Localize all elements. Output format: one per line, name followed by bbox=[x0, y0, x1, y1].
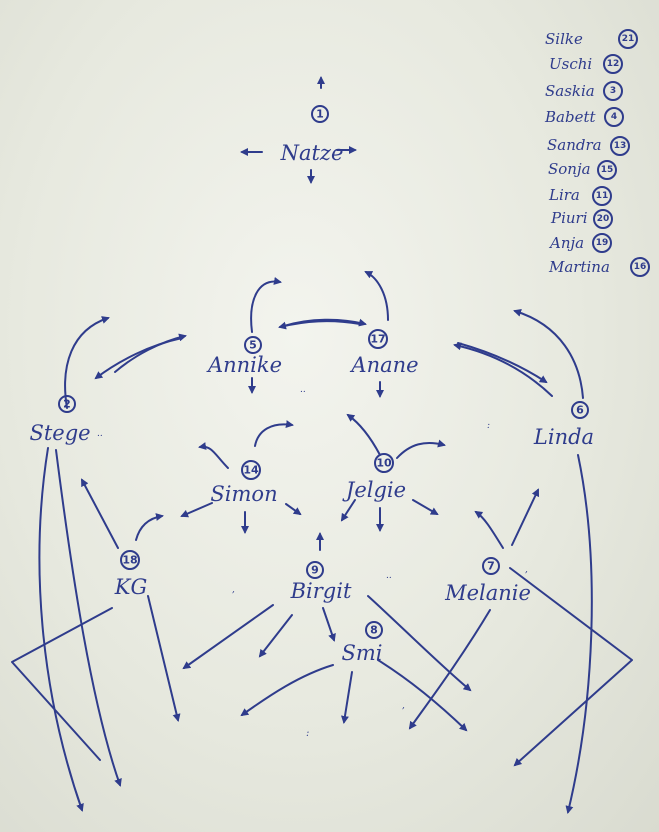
svg-text::: : bbox=[487, 421, 490, 431]
svg-text:..: .. bbox=[386, 571, 392, 581]
svg-text:16: 16 bbox=[634, 262, 647, 272]
svg-text:Lira: Lira bbox=[548, 186, 580, 204]
svg-text:KG: KG bbox=[114, 575, 147, 599]
svg-text:..: .. bbox=[300, 385, 306, 395]
svg-text:17: 17 bbox=[370, 333, 385, 346]
svg-text:18: 18 bbox=[122, 554, 137, 567]
svg-text:Piuri: Piuri bbox=[550, 209, 588, 227]
svg-text:Simon: Simon bbox=[210, 482, 277, 506]
legend-item: Sandra 13 bbox=[547, 136, 630, 156]
svg-text:21: 21 bbox=[622, 34, 635, 44]
svg-text:Smi: Smi bbox=[341, 641, 382, 665]
node-anane: 17 Anane bbox=[349, 329, 419, 377]
legend-item: Babett 4 bbox=[544, 107, 624, 127]
svg-text:5: 5 bbox=[249, 339, 257, 352]
legend-item: Sonja 15 bbox=[548, 160, 617, 180]
svg-text:Sandra: Sandra bbox=[547, 136, 602, 154]
svg-text:14: 14 bbox=[243, 464, 259, 477]
svg-text:19: 19 bbox=[596, 238, 609, 248]
node-kg: 18 KG bbox=[114, 550, 147, 599]
legend-item: Silke 21 bbox=[545, 29, 638, 49]
svg-text:6: 6 bbox=[576, 404, 584, 417]
svg-text:3: 3 bbox=[610, 86, 616, 96]
stray-marks: .. .. : .. , : , , bbox=[97, 385, 528, 739]
node-linda: 6 Linda bbox=[533, 401, 594, 449]
svg-text:11: 11 bbox=[596, 191, 609, 201]
svg-text:8: 8 bbox=[370, 624, 378, 637]
node-simon: 14 Simon bbox=[210, 460, 278, 506]
node-annike: 5 Annike bbox=[206, 336, 282, 377]
svg-text:10: 10 bbox=[376, 457, 392, 470]
svg-text:Saskia: Saskia bbox=[545, 82, 595, 100]
svg-text:Melanie: Melanie bbox=[444, 581, 531, 605]
svg-text:,: , bbox=[232, 585, 235, 595]
svg-text:Birgit: Birgit bbox=[290, 579, 352, 603]
node-jelgie: 10 Jelgie bbox=[342, 453, 406, 502]
svg-text:Uschi: Uschi bbox=[549, 55, 592, 73]
svg-text:Linda: Linda bbox=[533, 425, 594, 449]
svg-text:Annike: Annike bbox=[206, 353, 282, 377]
svg-text:9: 9 bbox=[311, 564, 319, 577]
legend-item: Anja 19 bbox=[548, 233, 612, 253]
legend-item: Martina 16 bbox=[548, 257, 650, 277]
node-birgit: 9 Birgit bbox=[290, 561, 352, 603]
svg-text:1: 1 bbox=[316, 108, 324, 121]
svg-text:7: 7 bbox=[487, 560, 495, 573]
svg-text:Anane: Anane bbox=[349, 353, 418, 377]
legend-item: Lira 11 bbox=[548, 186, 612, 206]
svg-text:..: .. bbox=[97, 429, 103, 439]
legend: Silke 21 Uschi 12 Saskia 3 Babett 4 Sand… bbox=[544, 29, 650, 277]
svg-text:Stege: Stege bbox=[29, 421, 90, 445]
node-melanie: 7 Melanie bbox=[444, 557, 531, 605]
svg-text:Silke: Silke bbox=[545, 30, 583, 48]
node-natze: 1 Natze bbox=[280, 105, 344, 165]
svg-text:Natze: Natze bbox=[280, 141, 344, 165]
svg-text:Babett: Babett bbox=[544, 108, 596, 126]
svg-text::: : bbox=[306, 728, 309, 739]
svg-text:12: 12 bbox=[607, 59, 620, 69]
svg-text:Anja: Anja bbox=[548, 234, 584, 252]
svg-text:,: , bbox=[402, 701, 405, 711]
legend-item: Uschi 12 bbox=[549, 54, 623, 74]
svg-text:Jelgie: Jelgie bbox=[342, 478, 406, 502]
svg-text:20: 20 bbox=[597, 214, 610, 224]
legend-item: Saskia 3 bbox=[545, 81, 623, 101]
svg-text:Martina: Martina bbox=[548, 258, 610, 276]
svg-text:13: 13 bbox=[614, 141, 627, 151]
svg-text:4: 4 bbox=[611, 112, 617, 122]
svg-text:Sonja: Sonja bbox=[548, 160, 591, 178]
legend-item: Piuri 20 bbox=[550, 209, 613, 229]
svg-text:2: 2 bbox=[63, 398, 71, 411]
svg-text:,: , bbox=[525, 565, 528, 575]
node-stege: 2 Stege bbox=[29, 395, 91, 445]
connection-arrows bbox=[11, 76, 633, 814]
node-smi: 8 Smi bbox=[341, 621, 383, 665]
svg-text:15: 15 bbox=[601, 165, 614, 175]
